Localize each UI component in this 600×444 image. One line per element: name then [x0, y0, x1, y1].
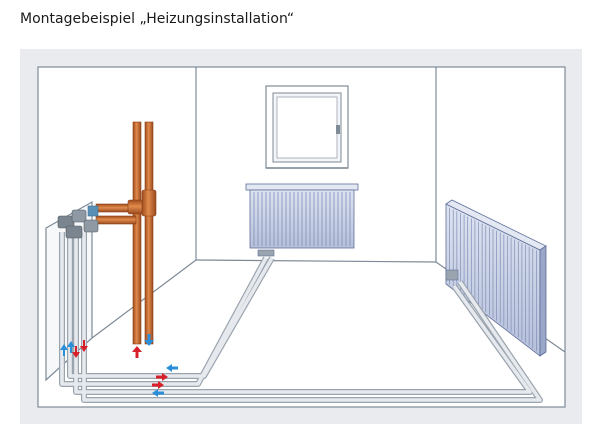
window-icon	[265, 85, 349, 169]
flow-arrow-icon	[132, 346, 142, 358]
flow-arrows	[60, 334, 178, 397]
flow-arrow-icon	[60, 344, 68, 356]
radiator-side-wall-icon	[445, 199, 547, 357]
flow-arrow-icon	[156, 373, 168, 381]
floor-pipes	[59, 232, 543, 403]
flow-arrow-icon	[144, 334, 154, 346]
page-title: Montagebeispiel „Heizungsinstallation“	[20, 11, 295, 27]
flow-arrow-icon	[152, 381, 164, 389]
flow-arrow-icon	[166, 364, 178, 372]
flow-arrow-icon	[72, 346, 80, 358]
flow-arrow-icon	[152, 389, 164, 397]
flow-arrow-icon	[67, 341, 75, 353]
pipe-manifold-icon	[57, 205, 99, 239]
radiator-back-wall-icon	[245, 183, 359, 257]
flow-arrow-icon	[80, 340, 88, 352]
